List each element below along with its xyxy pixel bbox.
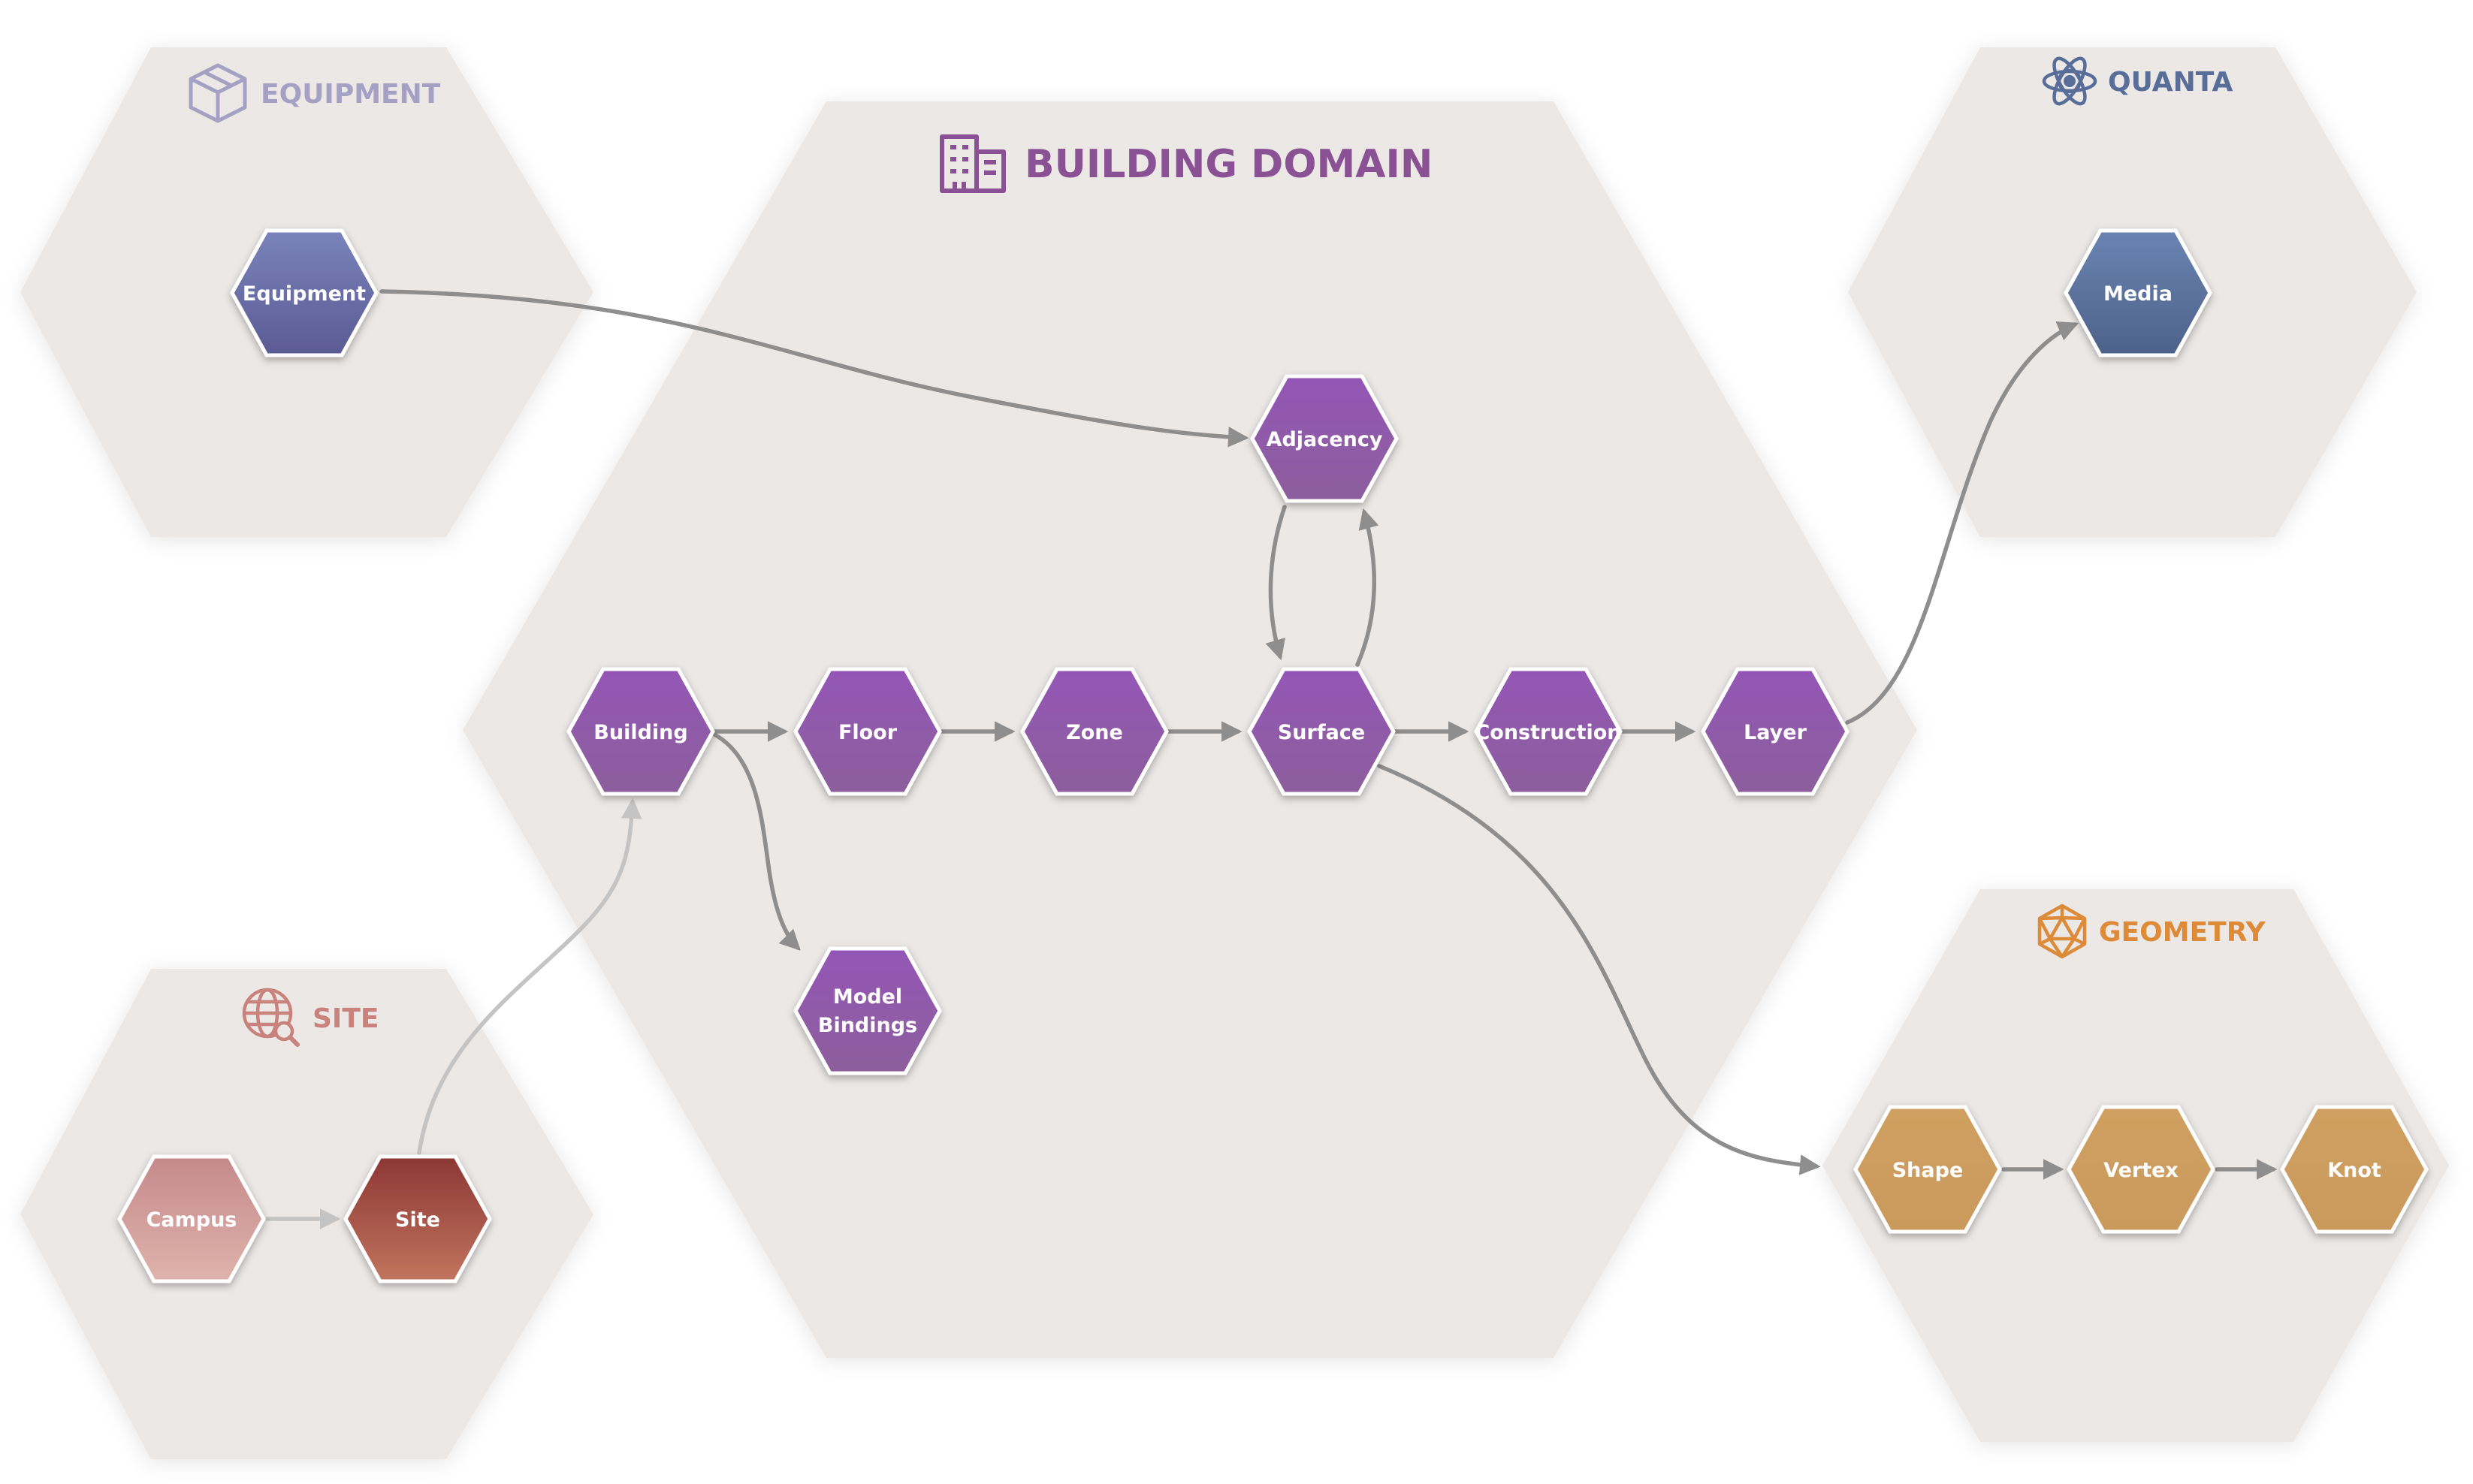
node-layer[interactable]: Layer	[1701, 667, 1849, 796]
edge-equipment-adjacency	[379, 289, 1249, 448]
node-layer-label: Layer	[1744, 721, 1807, 744]
equipment-group-title: EQUIPMENT	[261, 79, 441, 110]
node-equipment[interactable]: Equipment	[230, 228, 379, 357]
geometry-group-title: GEOMETRY	[2099, 917, 2266, 948]
node-shape-label: Shape	[1892, 1159, 1964, 1182]
node-site-label: Site	[395, 1208, 440, 1232]
box-icon	[189, 63, 247, 123]
quanta-group-title: QUANTA	[2108, 67, 2233, 98]
edge-surface-geometry	[1377, 764, 1821, 1175]
edge-site-building	[417, 798, 642, 1155]
node-adjacency[interactable]: Adjacency	[1250, 374, 1399, 503]
node-surface-label: Surface	[1278, 721, 1365, 744]
icosahedron-icon	[2037, 903, 2087, 959]
edge-surface-adjacency	[1355, 508, 1379, 667]
globe-search-icon	[242, 988, 300, 1047]
node-knot[interactable]: Knot	[2280, 1105, 2429, 1234]
node-media[interactable]: Media	[2064, 228, 2212, 357]
node-media-label: Media	[2103, 282, 2173, 306]
node-site[interactable]: Site	[343, 1154, 492, 1283]
node-adjacency-label: Adjacency	[1267, 428, 1383, 451]
edge-adjacency-surface	[1265, 505, 1287, 661]
node-shape[interactable]: Shape	[1853, 1105, 2002, 1234]
node-equipment-label: Equipment	[243, 282, 366, 306]
site-group-title: SITE	[313, 1003, 379, 1034]
node-building-label: Building	[593, 721, 687, 744]
node-vertex[interactable]: Vertex	[2067, 1105, 2215, 1234]
node-vertex-label: Vertex	[2103, 1159, 2179, 1182]
node-zone[interactable]: Zone	[1020, 667, 1169, 796]
node-model-bindings[interactable]: Model Bindings	[793, 946, 942, 1075]
node-model-bindings-label-line1: Model	[833, 985, 902, 1009]
site-group	[20, 969, 593, 1459]
edge-layer-media	[1845, 321, 2079, 725]
node-floor[interactable]: Floor	[793, 667, 942, 796]
atom-icon	[2042, 56, 2097, 106]
node-floor-label: Floor	[838, 721, 898, 744]
node-campus[interactable]: Campus	[117, 1154, 266, 1283]
node-construction[interactable]: Construction	[1474, 667, 1623, 796]
node-construction-label: Construction	[1475, 721, 1621, 744]
node-surface[interactable]: Surface	[1247, 667, 1396, 796]
node-campus-label: Campus	[146, 1208, 237, 1232]
node-zone-label: Zone	[1066, 721, 1123, 744]
node-building[interactable]: Building	[566, 667, 715, 796]
building-domain-group-title: BUILDING DOMAIN	[1025, 142, 1433, 187]
node-model-bindings-label-line2: Bindings	[818, 1014, 917, 1037]
building-icon	[940, 134, 1006, 193]
edge-building-model-bindings	[712, 732, 801, 951]
node-knot-label: Knot	[2327, 1159, 2381, 1182]
